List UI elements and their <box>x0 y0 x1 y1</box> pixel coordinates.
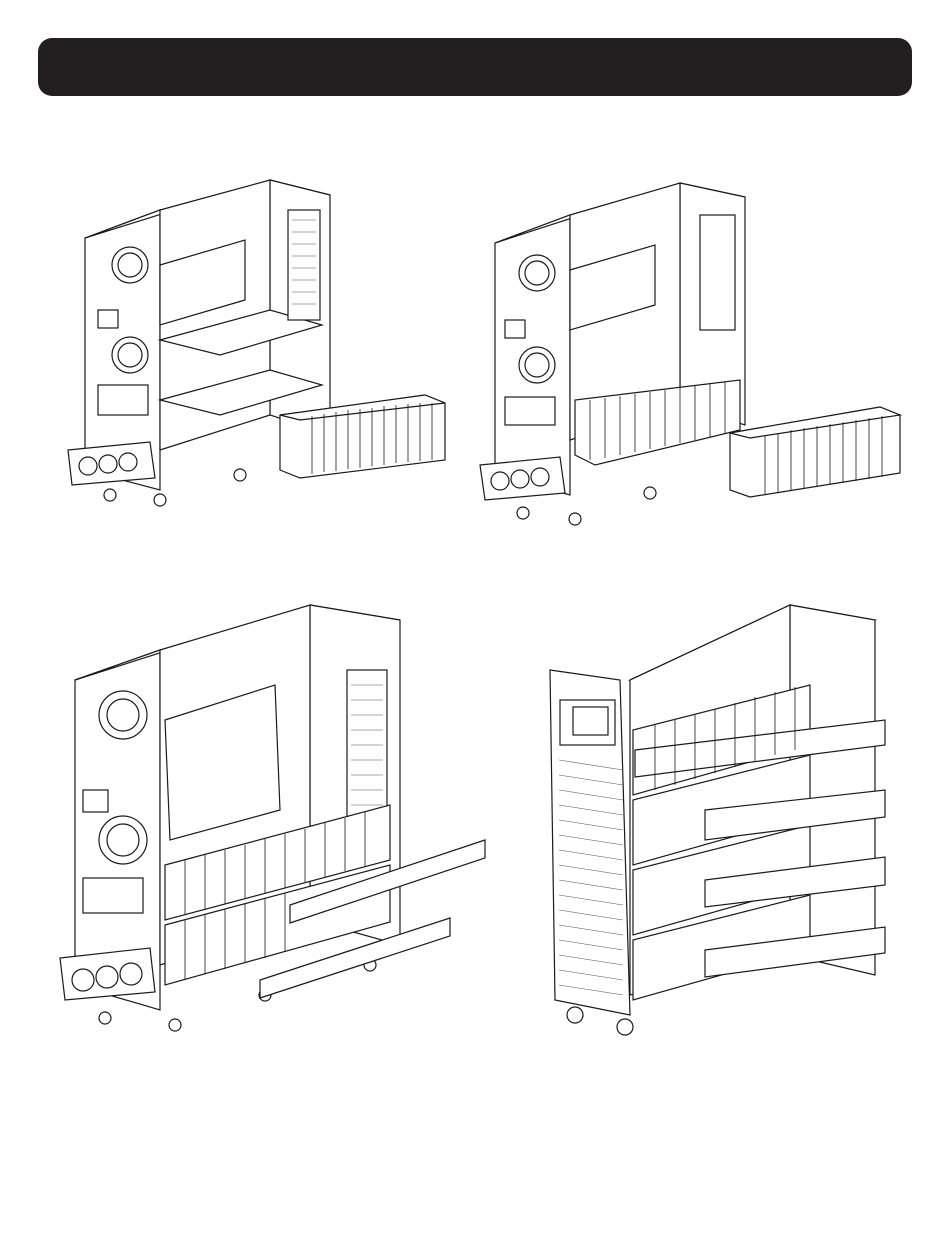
ups-cabinet-one-row-installed-icon <box>475 175 905 535</box>
section-title <box>38 38 912 96</box>
figure-2 <box>475 175 905 535</box>
ups-cabinet-front-panel-trays-icon <box>545 595 890 1040</box>
ups-cabinet-two-rows-trays-icon <box>55 600 475 1040</box>
ups-cabinet-open-battery-block-icon <box>60 170 450 520</box>
figure-3 <box>55 600 475 1040</box>
figure-4 <box>545 595 890 1040</box>
figure-1 <box>60 170 450 520</box>
section-header-bar <box>38 38 912 96</box>
